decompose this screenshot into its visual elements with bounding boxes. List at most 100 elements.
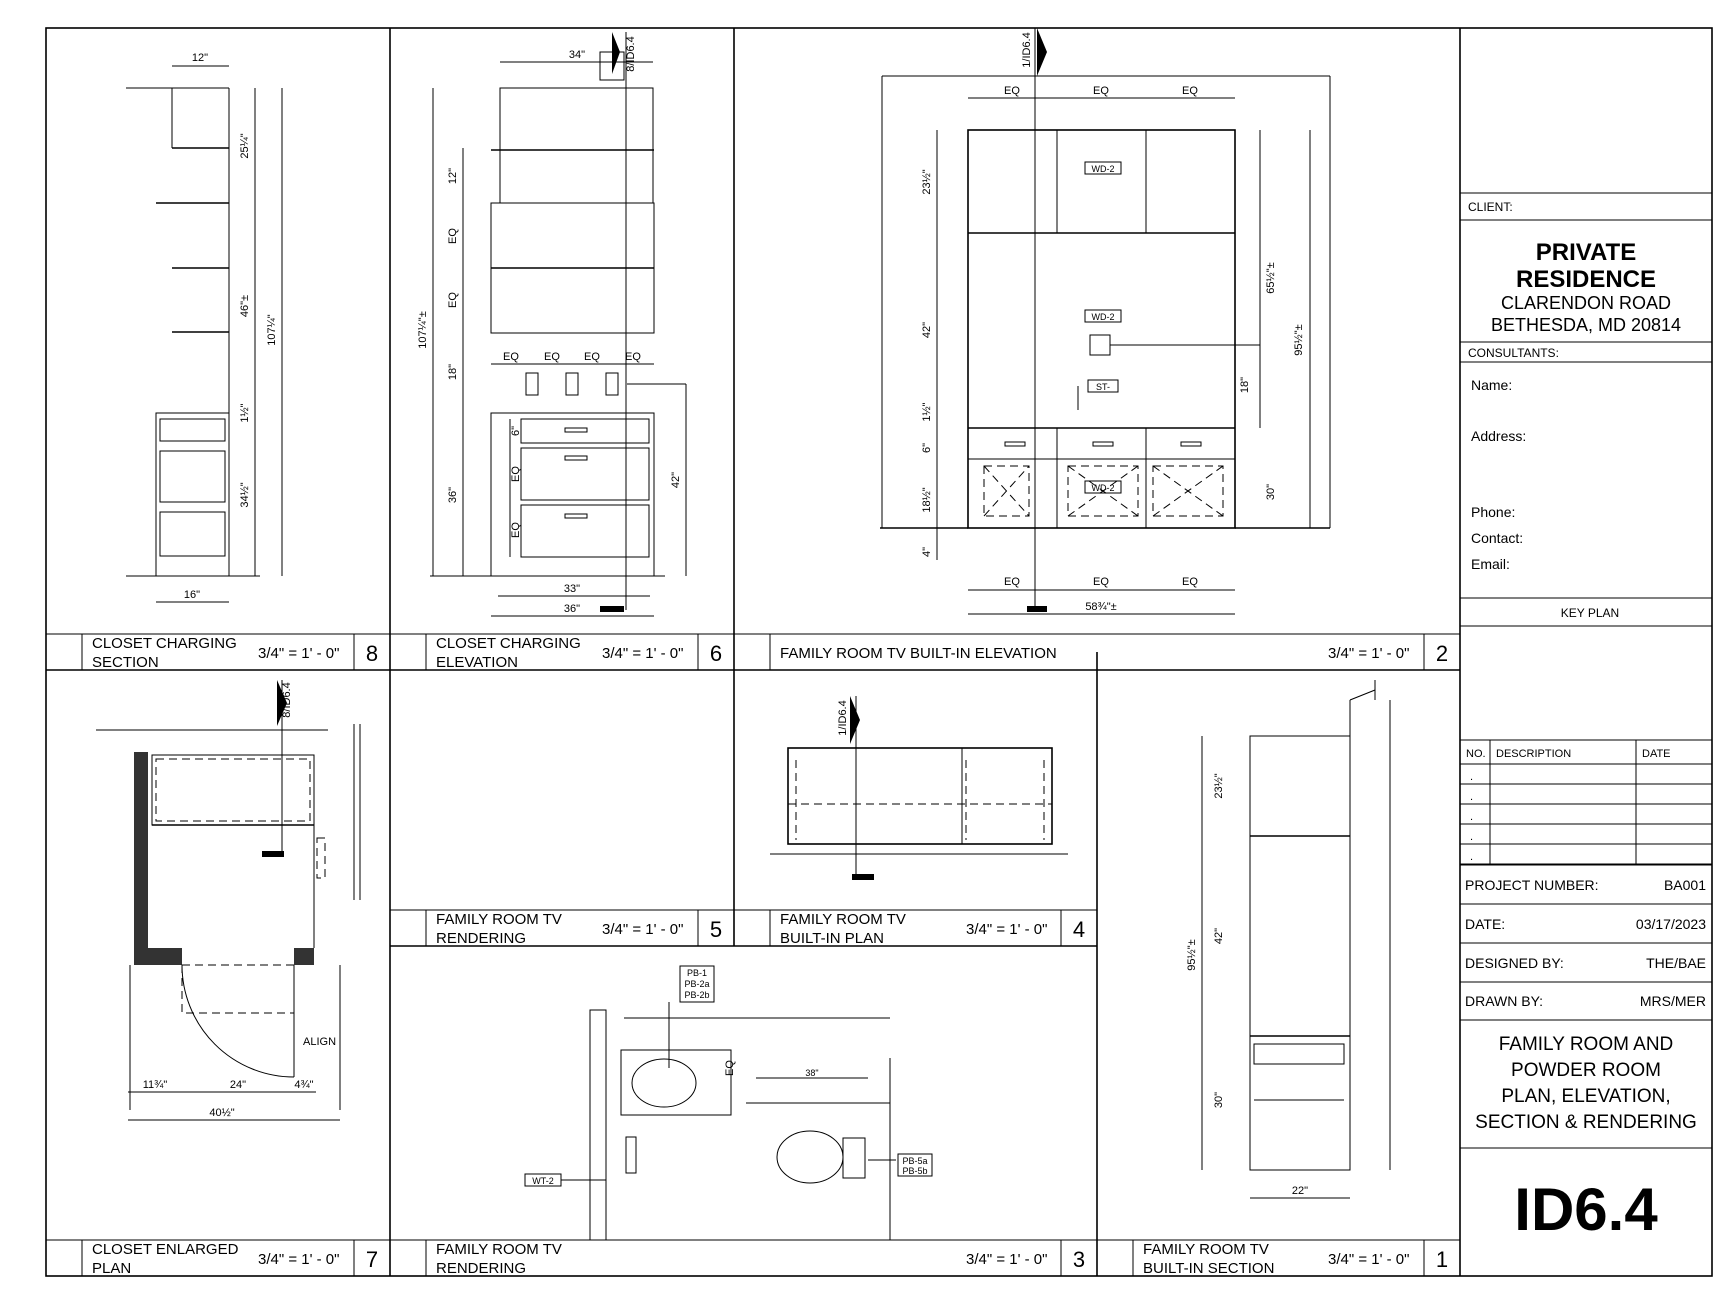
svg-text:18": 18" [1239, 377, 1251, 393]
svg-text:CLOSET CHARGING: CLOSET CHARGING [92, 635, 237, 652]
svg-text:FAMILY ROOM TV: FAMILY ROOM TV [436, 1241, 562, 1258]
sheet-number: ID6.4 [1514, 1176, 1658, 1243]
svg-text:6: 6 [710, 641, 722, 666]
svg-text:RENDERING: RENDERING [436, 1260, 526, 1277]
svg-text:WD-2: WD-2 [1092, 164, 1115, 174]
svg-text:38": 38" [805, 1068, 818, 1078]
project-number-label: PROJECT NUMBER: [1465, 877, 1599, 893]
svg-text:WT-2: WT-2 [532, 1176, 554, 1186]
svg-text:18": 18" [447, 364, 459, 380]
consultant-name-label: Name: [1471, 377, 1512, 393]
sheet-title-line3: PLAN, ELEVATION, [1501, 1086, 1670, 1107]
svg-text:58¾"±: 58¾"± [1085, 601, 1116, 613]
revision-row: . [1470, 851, 1473, 863]
svg-text:EQ: EQ [724, 1060, 736, 1076]
svg-text:EQ: EQ [447, 292, 459, 308]
svg-text:3/4" = 1' - 0": 3/4" = 1' - 0" [602, 921, 683, 938]
svg-text:PB-2b: PB-2b [684, 990, 709, 1000]
svg-text:24": 24" [230, 1079, 246, 1091]
svg-text:42": 42" [921, 322, 933, 338]
view-2-elevation-drawing: WD-2 WD-2 ST- WD-2 1/ID6.4 EQ EQ EQ 23½"… [880, 28, 1331, 615]
date-label: DATE: [1465, 916, 1505, 932]
svg-text:EQ: EQ [625, 351, 641, 363]
view-title-4: FAMILY ROOM TV BUILT-IN PLAN 3/4" = 1' -… [734, 909, 1098, 947]
svg-text:1/ID6.4: 1/ID6.4 [1021, 32, 1033, 67]
svg-text:BUILT-IN PLAN: BUILT-IN PLAN [780, 930, 884, 947]
svg-text:4: 4 [1073, 917, 1085, 942]
svg-text:107¼"±: 107¼"± [417, 311, 429, 348]
svg-text:42": 42" [1213, 928, 1225, 944]
svg-text:PB-2a: PB-2a [684, 979, 709, 989]
revision-header-description: DESCRIPTION [1496, 748, 1571, 760]
svg-text:1½": 1½" [921, 402, 933, 421]
svg-text:EQ: EQ [510, 466, 522, 482]
sheet-title-line2: POWDER ROOM [1511, 1060, 1661, 1081]
svg-text:3/4" = 1' - 0": 3/4" = 1' - 0" [966, 921, 1047, 938]
svg-text:EQ: EQ [1093, 85, 1109, 97]
consultants-label: CONSULTANTS: [1468, 346, 1559, 360]
view-title-7: CLOSET ENLARGED PLAN 3/4" = 1' - 0" 7 [46, 1239, 391, 1277]
svg-text:34½": 34½" [239, 482, 251, 507]
svg-text:1½": 1½" [239, 403, 251, 422]
revision-table: NO. DESCRIPTION DATE . . . . . [1460, 739, 1712, 865]
svg-text:PB-5a: PB-5a [902, 1156, 927, 1166]
consultant-phone-label: Phone: [1471, 504, 1515, 520]
revision-row: . [1470, 771, 1473, 783]
svg-text:PB-1: PB-1 [687, 968, 707, 978]
svg-text:EQ: EQ [1182, 85, 1198, 97]
svg-text:ALIGN: ALIGN [303, 1036, 336, 1048]
svg-text:16": 16" [184, 589, 200, 601]
svg-text:33": 33" [564, 583, 580, 595]
svg-text:RENDERING: RENDERING [436, 930, 526, 947]
svg-text:34": 34" [569, 49, 585, 61]
svg-text:65½"±: 65½"± [1265, 262, 1277, 293]
view-title-1: FAMILY ROOM TV BUILT-IN SECTION 3/4" = 1… [1097, 1239, 1461, 1277]
svg-text:1: 1 [1436, 1247, 1448, 1272]
view-4-plan-drawing: 1/ID6.4 [770, 696, 1068, 880]
svg-text:8/ID6.4: 8/ID6.4 [625, 36, 637, 71]
svg-text:23½": 23½" [1213, 773, 1225, 798]
project-address-line2: BETHESDA, MD 20814 [1491, 315, 1681, 335]
view-title-6: CLOSET CHARGING ELEVATION 3/4" = 1' - 0"… [390, 633, 735, 671]
project-name-line1: PRIVATE [1536, 239, 1636, 266]
svg-text:CLOSET ENLARGED: CLOSET ENLARGED [92, 1241, 239, 1258]
svg-text:PLAN: PLAN [92, 1260, 131, 1277]
svg-text:EQ: EQ [544, 351, 560, 363]
svg-text:18½": 18½" [921, 487, 933, 512]
svg-text:FAMILY ROOM TV: FAMILY ROOM TV [1143, 1241, 1269, 1258]
svg-text:46"±: 46"± [239, 295, 251, 317]
svg-text:3/4" = 1' - 0": 3/4" = 1' - 0" [1328, 645, 1409, 662]
revision-header-no: NO. [1466, 748, 1486, 760]
svg-text:6": 6" [510, 426, 522, 436]
designed-by-label: DESIGNED BY: [1465, 955, 1564, 971]
svg-text:40½": 40½" [209, 1107, 234, 1119]
svg-text:4": 4" [921, 547, 933, 557]
svg-text:3/4" = 1' - 0": 3/4" = 1' - 0" [1328, 1251, 1409, 1268]
revision-header-date: DATE [1642, 748, 1671, 760]
svg-text:3: 3 [1073, 1247, 1085, 1272]
drawn-by-value: MRS/MER [1640, 993, 1706, 1009]
project-number-value: BA001 [1664, 877, 1706, 893]
sheet-title-line4: SECTION & RENDERING [1475, 1112, 1697, 1133]
view-6-elevation-drawing: 8/ID6.4 34" 107¼"± 12" EQ EQ 18" 36" EQ … [417, 32, 687, 617]
svg-text:107¼": 107¼" [266, 314, 278, 346]
svg-text:EQ: EQ [584, 351, 600, 363]
consultant-email-label: Email: [1471, 556, 1510, 572]
svg-text:36": 36" [564, 603, 580, 615]
svg-text:EQ: EQ [510, 522, 522, 538]
view-8-section-drawing: 12" 25¼" 46"± 107¼" 1½" 34½" 16" [126, 52, 283, 603]
svg-text:30": 30" [1265, 484, 1277, 500]
svg-text:SECTION: SECTION [92, 654, 159, 671]
svg-text:2: 2 [1436, 641, 1448, 666]
svg-text:3/4" = 1' - 0": 3/4" = 1' - 0" [966, 1251, 1047, 1268]
consultant-contact-label: Contact: [1471, 530, 1523, 546]
svg-text:FAMILY ROOM TV BUILT-IN ELEVAT: FAMILY ROOM TV BUILT-IN ELEVATION [780, 645, 1057, 662]
svg-text:25¼": 25¼" [239, 133, 251, 158]
svg-text:11¾": 11¾" [143, 1079, 168, 1091]
svg-text:EQ: EQ [1004, 85, 1020, 97]
revision-row: . [1470, 831, 1473, 843]
date-value: 03/17/2023 [1636, 916, 1706, 932]
project-name-line2: RESIDENCE [1516, 266, 1656, 293]
key-plan-label: KEY PLAN [1561, 606, 1619, 620]
